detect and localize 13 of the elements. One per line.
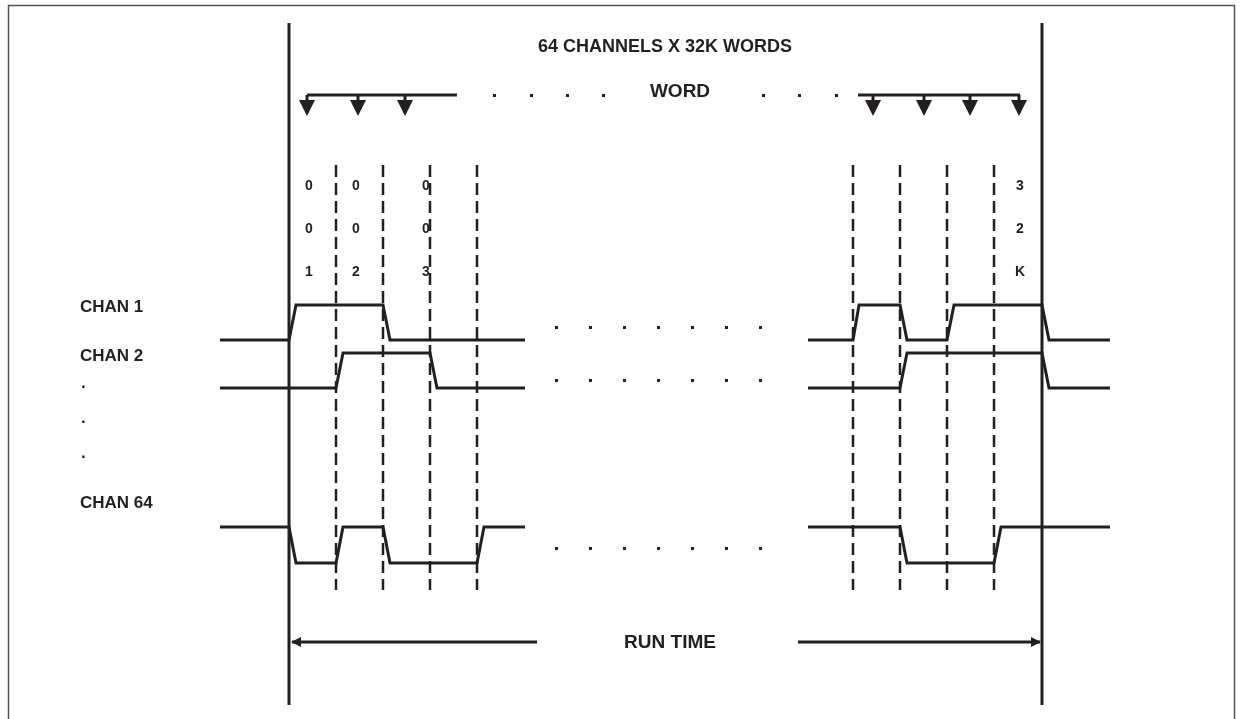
bracket-label: WORD [649,81,711,100]
word-number: 001 [304,176,314,281]
ellipsis-dot: . [81,444,86,461]
word-number: 003 [421,176,431,281]
word-number: 32K [1013,176,1027,281]
word-number: 002 [351,176,361,281]
ellipsis-dot: . [81,374,86,391]
channel-label: CHAN 64 [80,494,153,511]
channel-label: CHAN 2 [80,347,144,364]
ellipsis-dot: . [81,409,86,426]
dimension-label: RUN TIME [624,632,716,651]
channel-label: CHAN 1 [80,298,144,315]
diagram-title: 64 CHANNELS X 32K WORDS [537,37,793,55]
